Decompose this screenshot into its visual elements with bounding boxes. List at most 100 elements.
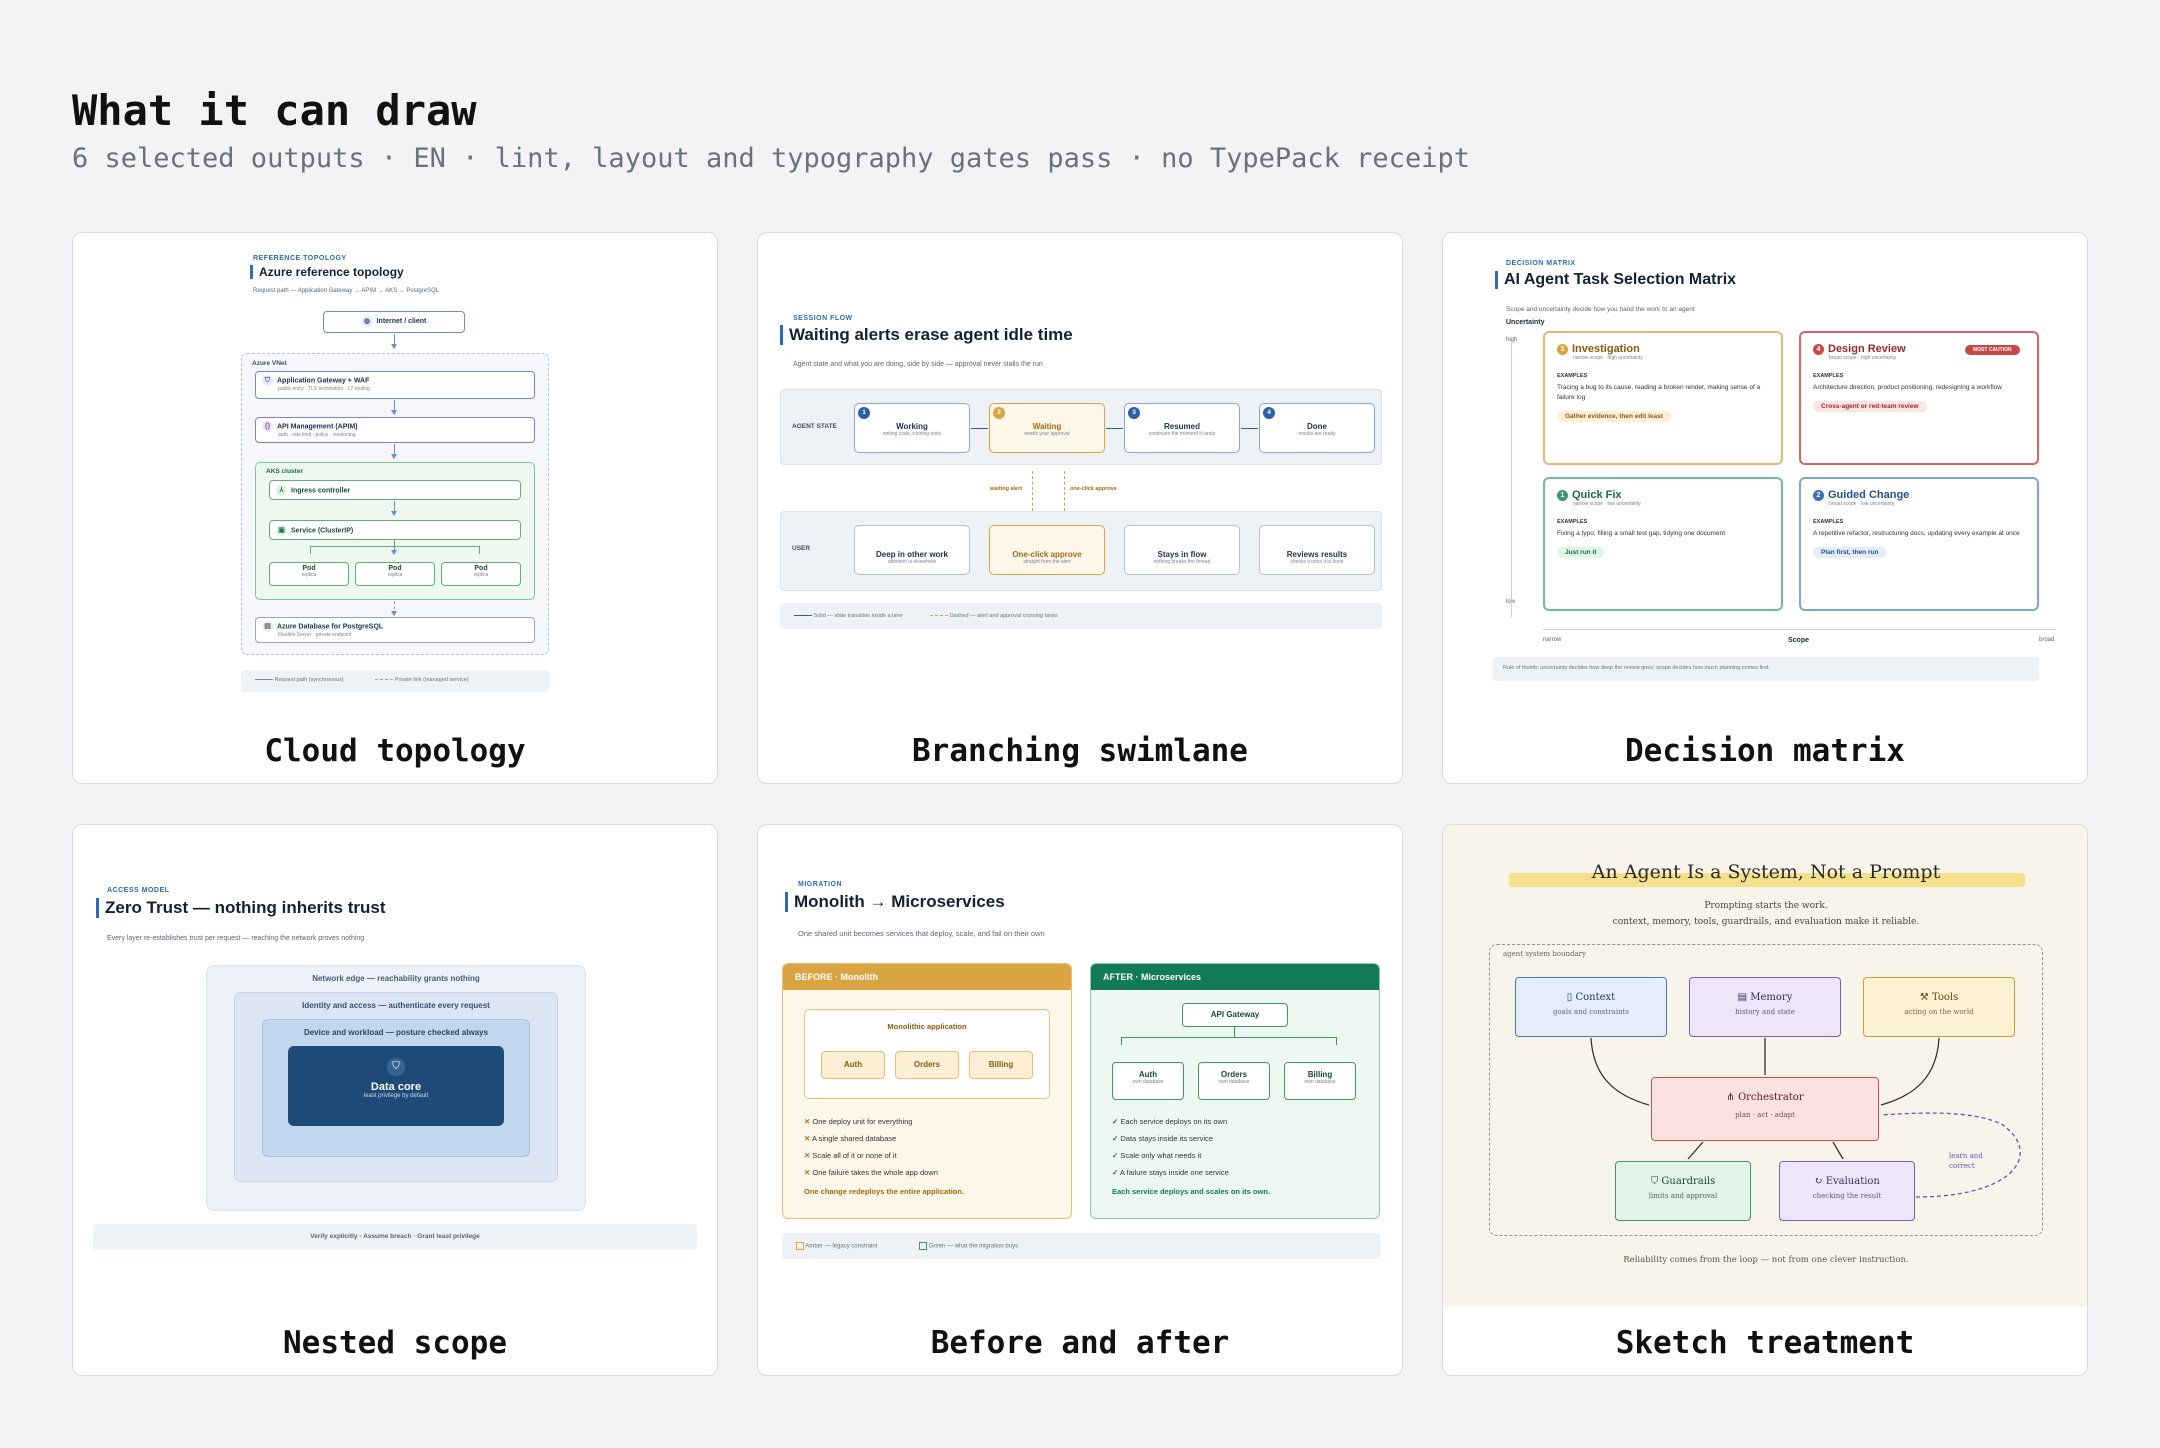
service-sub: own database <box>1218 1079 1250 1085</box>
database-icon: ▤ <box>262 621 273 632</box>
preview-subtitle: Scope and uncertainty decide how you han… <box>1506 306 1695 313</box>
card-cloud-topology[interactable]: REFERENCE TOPOLOGY Azure reference topol… <box>72 232 718 784</box>
state-name: Working <box>896 422 928 431</box>
card-before-after[interactable]: MIGRATION Monolith → Microservices One s… <box>757 824 1403 1376</box>
x-icon: ✕ <box>804 1151 811 1160</box>
aks-label: AKS cluster <box>266 468 303 475</box>
step-number: 3 <box>1128 407 1140 419</box>
cell-title: Guided Change <box>1828 489 1910 501</box>
layer-label: Identity and access — authenticate every… <box>302 1001 490 1010</box>
arrow <box>391 444 397 459</box>
core-sub: least privilege by default <box>363 1093 429 1099</box>
arrow <box>391 540 397 555</box>
cell-title: Design Review <box>1828 343 1906 355</box>
card-sketch-treatment[interactable]: An Agent Is a System, Not a Prompt Promp… <box>1442 824 2088 1376</box>
page-title: What it can draw <box>72 86 477 135</box>
node-name: Guardrails <box>1661 1176 1716 1187</box>
arrow <box>391 334 397 349</box>
cell-pill: Plan first, then run <box>1813 547 1887 558</box>
sketch-footer: Reliability comes from the loop — not fr… <box>1623 1255 1909 1265</box>
sketch-line: Prompting starts the work. <box>1704 901 1828 911</box>
monolith-module: Auth <box>821 1051 885 1079</box>
before-after-preview: MIGRATION Monolith → Microservices One s… <box>758 825 1402 1305</box>
pod-sub: replica <box>387 572 403 578</box>
x-high-label: broad <box>2039 637 2055 643</box>
before-point: ✕ A single shared database <box>804 1130 938 1147</box>
preview-subtitle: Request path — Application Gateway → API… <box>253 288 440 294</box>
node-name: Memory <box>1750 992 1793 1003</box>
pod-sub: replica <box>301 572 317 578</box>
card-decision-matrix[interactable]: DECISION MATRIX AI Agent Task Selection … <box>1442 232 2088 784</box>
examples-label: EXAMPLES <box>1557 373 1588 379</box>
cell-number: 1 <box>1557 489 1568 501</box>
cell-number: 4 <box>1813 343 1824 355</box>
service-name: Auth <box>1138 1070 1158 1079</box>
node-sub: plan · act · adapt <box>1735 1111 1795 1119</box>
monolith-module: Orders <box>895 1051 959 1079</box>
state-name: One-click approve <box>1012 550 1082 559</box>
point-text: Data stays inside its service <box>1120 1134 1213 1143</box>
x-icon: ✕ <box>804 1134 811 1143</box>
title-highlight <box>1509 873 2025 887</box>
sketch-title: An Agent Is a System, Not a Prompt <box>1591 861 1941 883</box>
node-sub: checking the result <box>1812 1192 1882 1200</box>
ingress-icon: ⅄ <box>276 485 287 496</box>
point-text: A failure stays inside one service <box>1119 1168 1229 1177</box>
check-icon: ✓ <box>1112 1168 1119 1177</box>
before-header: BEFORE · Monolith <box>783 964 1071 990</box>
service-label: Service (ClusterIP) <box>291 527 354 535</box>
card-caption: Sketch treatment <box>1615 1325 1915 1361</box>
x-low-label: narrow <box>1543 637 1562 643</box>
service-name: Orders <box>1220 1070 1248 1079</box>
state-sub: writing code, running tools <box>882 431 942 437</box>
transition-arrow <box>1106 428 1123 429</box>
apim-node: {}API Management (APIM)auth · rate limit… <box>255 417 535 443</box>
shield-icon: ⛉ <box>262 375 273 386</box>
y-low-label: low <box>1506 599 1516 605</box>
globe-icon: ◍ <box>361 315 373 327</box>
database-icon: ▤ <box>1737 992 1748 1003</box>
card-caption: Branching swimlane <box>912 733 1248 769</box>
card-branching-swimlane[interactable]: SESSION FLOW Waiting alerts erase agent … <box>757 232 1403 784</box>
arrow-orchestrator-guardrails <box>1687 1141 1704 1160</box>
feedback-loop <box>1880 1112 2021 1198</box>
legend-item: Amber — legacy constraint <box>805 1243 878 1250</box>
node-sub: limits and approval <box>1648 1192 1718 1200</box>
gateway-sub: public entry · TLS termination · L7 rout… <box>278 386 370 392</box>
card-nested-scope[interactable]: ACCESS MODEL Zero Trust — nothing inheri… <box>72 824 718 1376</box>
before-summary: One change redeploys the entire applicat… <box>804 1187 965 1196</box>
nested-scope-preview: ACCESS MODEL Zero Trust — nothing inheri… <box>73 825 717 1305</box>
monolith-label: Monolithic application <box>887 1022 967 1031</box>
legend: Solid — state transition inside a lane D… <box>780 603 1382 629</box>
preview-eyebrow: SESSION FLOW <box>793 315 853 322</box>
legend-item: Private link (managed service) <box>394 677 469 683</box>
card-caption: Cloud topology <box>264 733 526 769</box>
api-gateway: API Gateway <box>1182 1003 1288 1027</box>
check-icon: ✓ <box>1112 1151 1119 1160</box>
link-label: one-click approve <box>1070 486 1117 492</box>
after-point: ✓ A failure stays inside one service <box>1112 1164 1229 1181</box>
preview-eyebrow: REFERENCE TOPOLOGY <box>253 255 347 262</box>
before-point: ✕ One deploy unit for everything <box>804 1113 938 1130</box>
cell-sub: narrow scope · low uncertainty <box>1573 501 1641 507</box>
point-text: One failure takes the whole app down <box>812 1168 938 1177</box>
sketch-arrows <box>1590 1037 2021 1198</box>
transition-arrow <box>1241 428 1258 429</box>
cell-sub: broad scope · low uncertainty <box>1829 501 1895 507</box>
service-sub: own database <box>1132 1079 1164 1085</box>
node-name: Evaluation <box>1825 1176 1880 1187</box>
db-label: Azure Database for PostgreSQL <box>277 623 384 631</box>
examples-label: EXAMPLES <box>1813 519 1844 525</box>
caution-badge: MOST CAUTION <box>1965 345 2020 355</box>
